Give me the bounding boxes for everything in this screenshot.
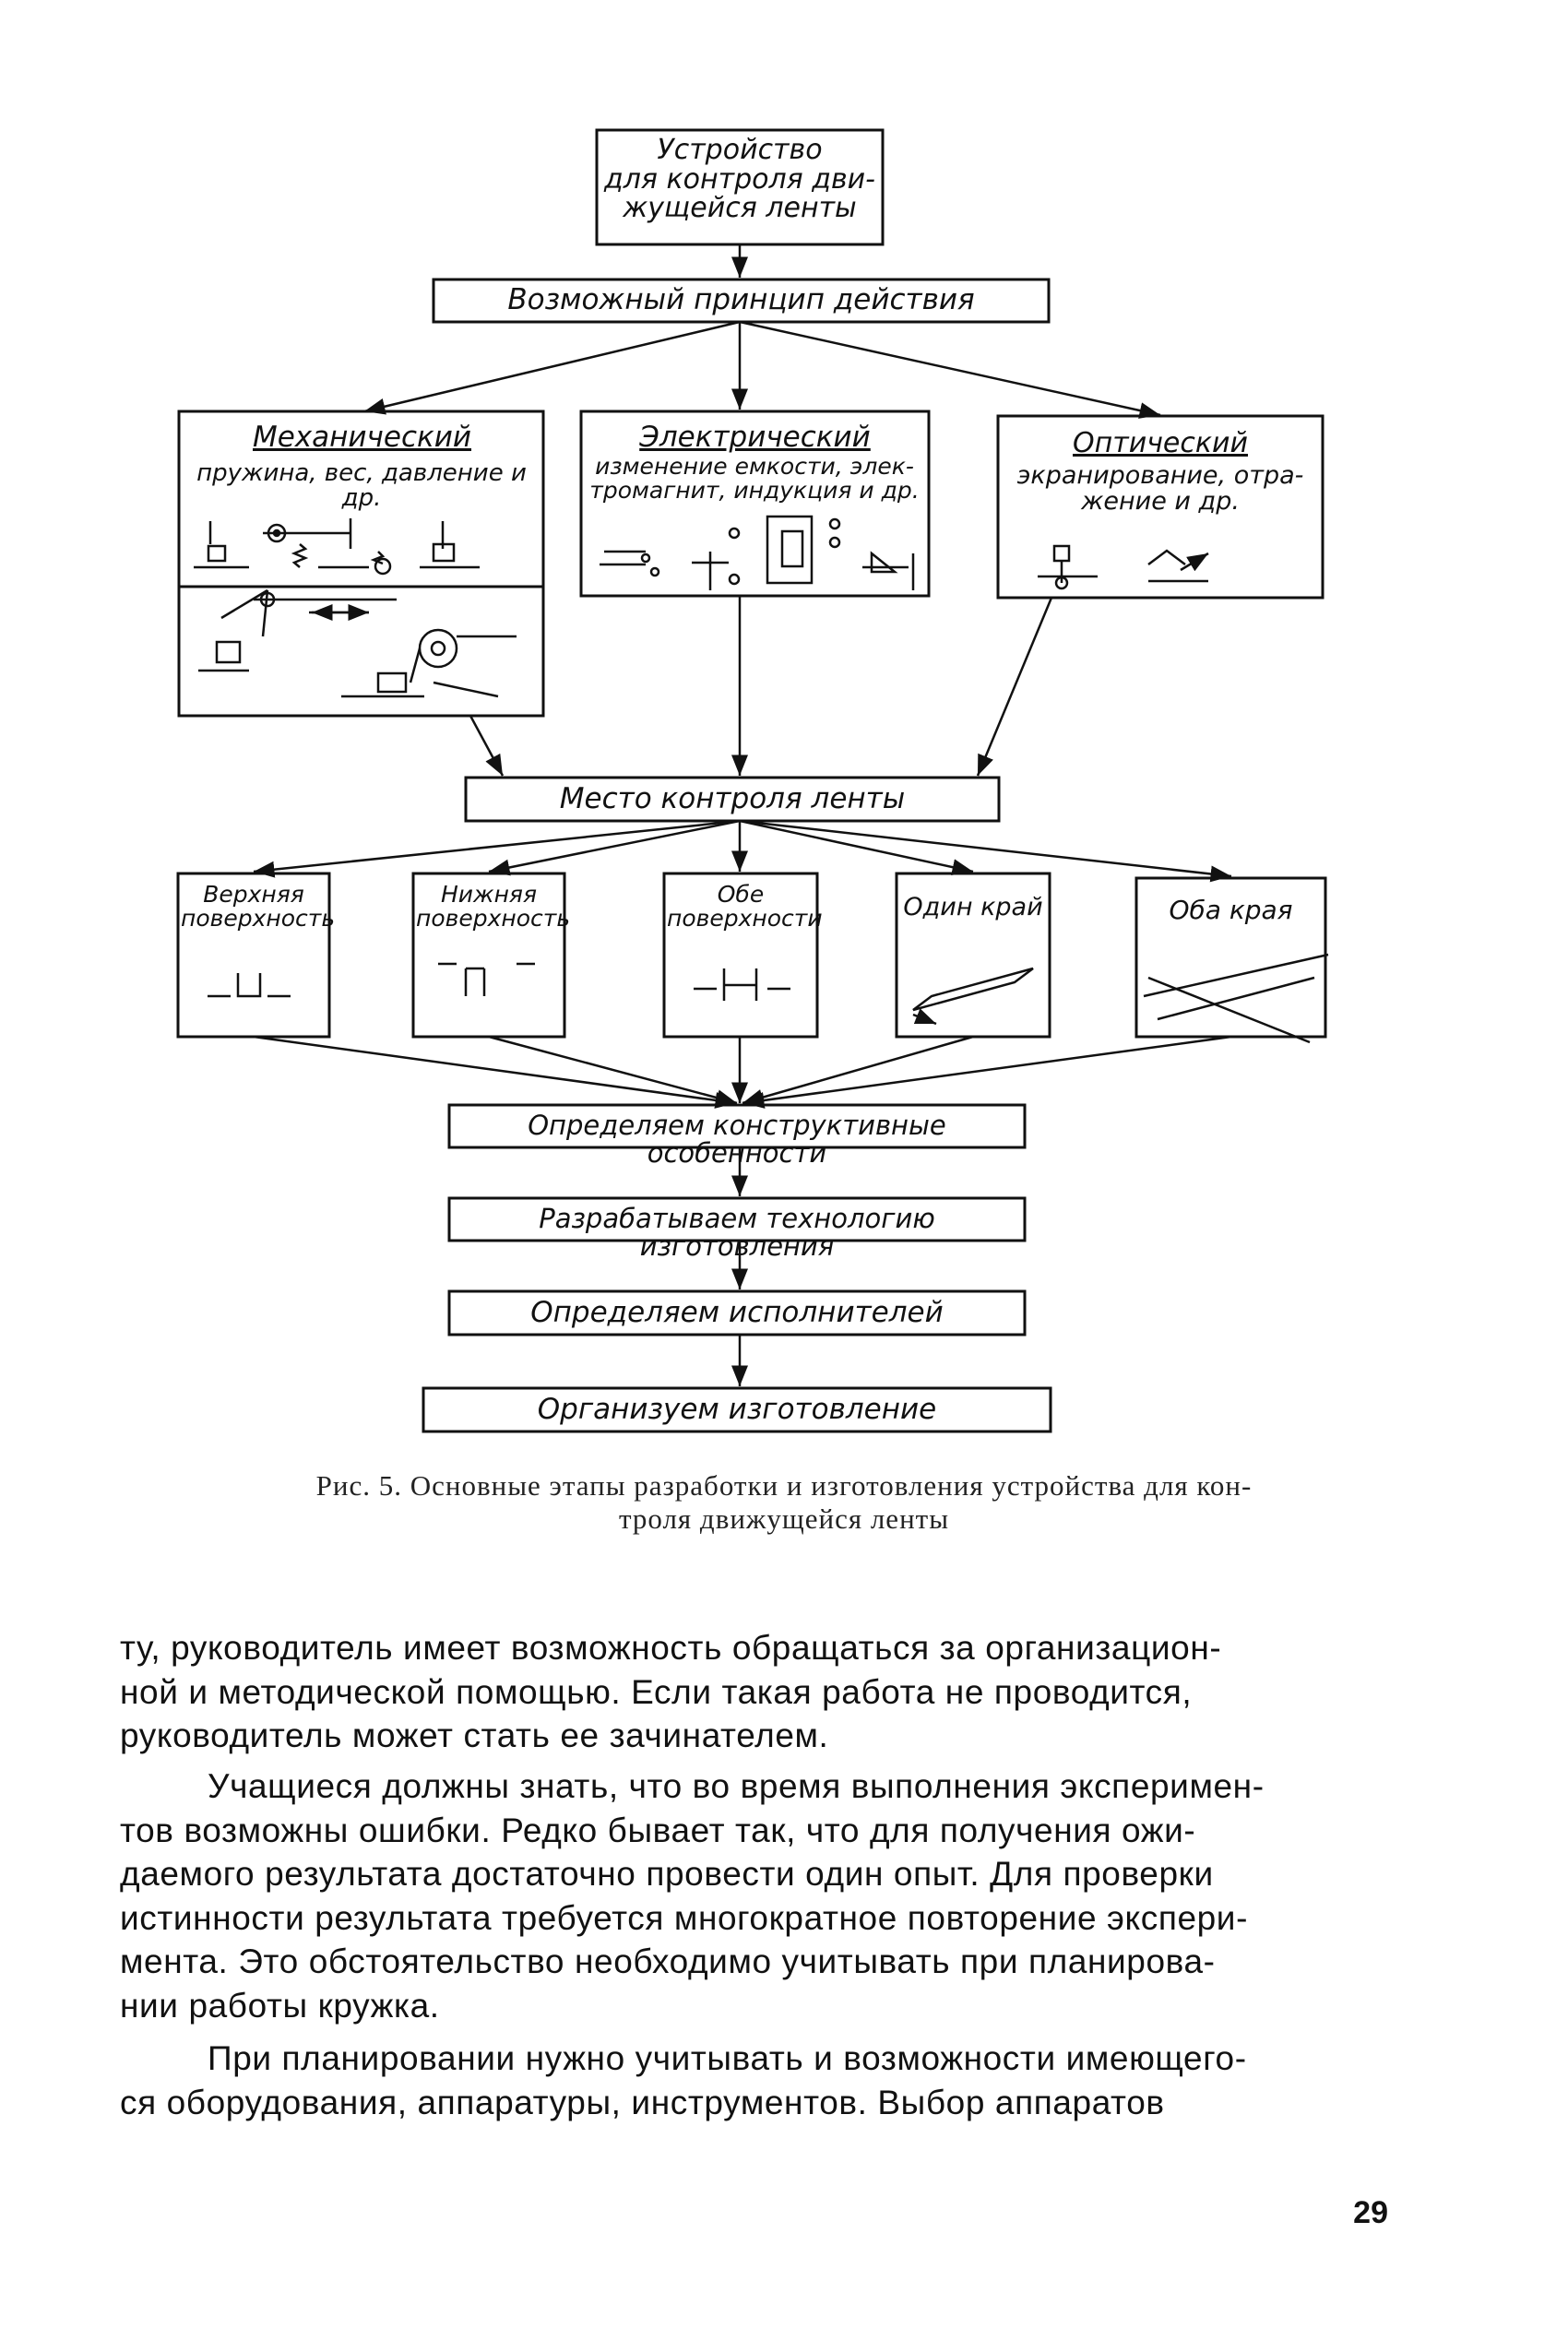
optical-subtitle: экранирование, отра- жение и др. (1016, 461, 1304, 517)
electrical-sketches (600, 515, 915, 590)
location-sketches (208, 953, 1329, 1044)
paragraph-1: ту, руководитель имеет возможность обращ… (120, 1629, 1222, 1754)
step-3-text: Определяем исполнителей (530, 1296, 944, 1329)
location-3-text: Обе поверхности (667, 881, 823, 932)
place-box-text: Место контроля ленты (559, 782, 906, 815)
location-1-text: Верхняя поверхность (181, 881, 336, 932)
figure-caption: Рис. 5. Основные этапы разработки и изго… (315, 1469, 1253, 1535)
step-box-4 (422, 1386, 1052, 1433)
location-2-text: Нижняя поверхность (416, 881, 571, 932)
root-box-text: Устройство для контроля дви- жущейся лен… (604, 134, 875, 224)
paragraph-2: Учащиеся должны знать, что во время выпо… (120, 1767, 1265, 2025)
location-5-text: Оба края (1169, 895, 1293, 925)
step-box-2 (447, 1196, 1027, 1242)
optical-sketches (1038, 544, 1209, 590)
step-1-text: Определяем конструктивные особенности (528, 1110, 946, 1170)
flowchart-diagram (176, 128, 1329, 1433)
mechanical-sketches (194, 518, 517, 698)
electrical-box (579, 410, 931, 598)
optical-title: Оптический (1073, 427, 1248, 459)
electrical-title: Электрический (639, 421, 871, 454)
electrical-subtitle: изменение емкости, элек- тромагнит, инду… (589, 453, 920, 505)
principle-box-text: Возможный принцип действия (507, 283, 975, 316)
location-4-text: Один край (903, 893, 1043, 921)
step-box-1 (447, 1103, 1027, 1149)
optical-box (996, 414, 1324, 600)
paragraph-3: При планировании нужно учитывать и возмо… (120, 2039, 1247, 2121)
step-box-3 (447, 1289, 1027, 1336)
mechanical-box (177, 410, 545, 718)
mechanical-subtitle: пружина, вес, давление и др. (196, 459, 527, 513)
step-4-text: Организуем изготовление (537, 1393, 937, 1426)
step-2-text: Разрабатываем технологию изготовления (539, 1203, 935, 1263)
mechanical-title: Механический (252, 421, 472, 454)
page-number: 29 (1353, 2195, 1388, 2230)
